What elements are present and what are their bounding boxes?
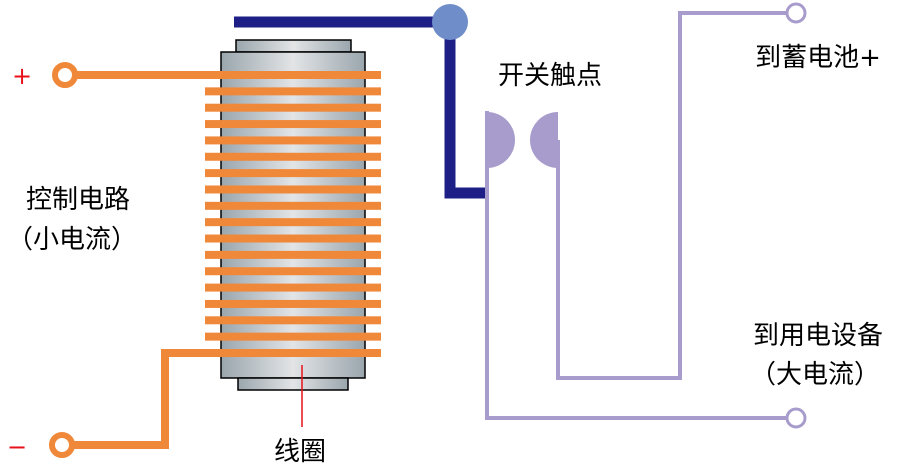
coil-turn xyxy=(205,103,381,112)
coil-turn xyxy=(205,316,381,325)
coil-turn xyxy=(205,152,381,161)
control-wire-minus xyxy=(72,349,381,449)
to-battery-label: 到蓄电池+ xyxy=(755,43,881,73)
coil-turn xyxy=(205,332,381,341)
core-bottom-cap xyxy=(237,377,349,391)
small-current-label: （小电流） xyxy=(7,225,137,255)
armature-arm xyxy=(234,16,487,199)
coil-winding xyxy=(205,71,381,357)
coil-label: 线圈 xyxy=(274,437,326,467)
fixed-contact xyxy=(530,112,558,168)
terminal-device xyxy=(785,407,807,429)
control-circuit-label: 控制电路 xyxy=(26,185,130,215)
terminal-plus xyxy=(52,62,78,88)
coil-turn xyxy=(205,250,381,259)
minus-label: − xyxy=(7,433,27,461)
coil-turn xyxy=(205,201,381,210)
moving-contact xyxy=(487,112,515,168)
terminal-battery xyxy=(785,2,807,24)
coil-turn xyxy=(205,218,381,227)
coil-turn xyxy=(205,299,381,308)
coil-turn xyxy=(205,185,381,194)
armature-pivot xyxy=(432,4,468,40)
large-current-label: （大电流） xyxy=(750,360,880,390)
coil-turn xyxy=(205,283,381,292)
coil-turn xyxy=(205,87,381,96)
switch-contacts-label: 开关触点 xyxy=(498,61,602,91)
core-top-cap xyxy=(235,39,352,53)
load-wire-moving xyxy=(485,111,786,420)
terminal-minus xyxy=(49,432,75,458)
coil-turn xyxy=(205,234,381,243)
to-device-label: 到用电设备 xyxy=(753,321,883,351)
coil-turn xyxy=(205,120,381,129)
plus-label: + xyxy=(12,62,32,90)
load-wire-fixed xyxy=(556,11,786,380)
coil-turn xyxy=(205,136,381,145)
coil-turn xyxy=(205,267,381,276)
iron-core xyxy=(220,51,366,379)
coil-turn xyxy=(205,169,381,178)
